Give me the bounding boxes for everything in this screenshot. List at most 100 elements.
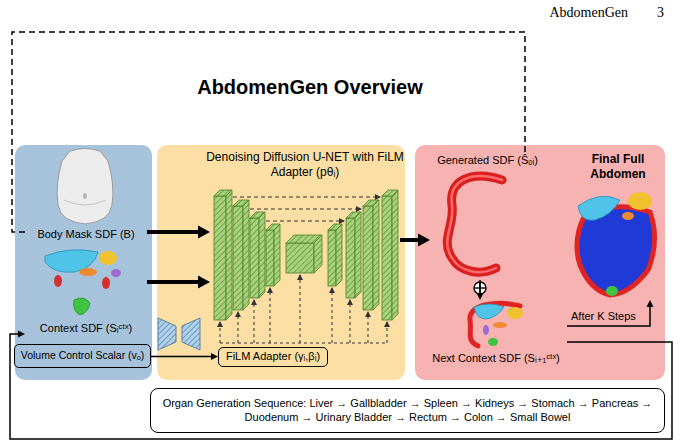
arrow-head (418, 234, 430, 247)
film-conditioning-lines-part (238, 312, 239, 343)
adapter-network-icon-part (182, 318, 200, 350)
skip-connections-part (266, 221, 344, 222)
film-conditioning-lines-part (300, 275, 301, 343)
skip-connections (233, 197, 380, 221)
node-text: Generated SDF (Ŝₒᵢ) (437, 154, 538, 168)
film-conditioning-lines (220, 275, 387, 343)
input-image-box: Body Mask SDF (B) (25, 146, 147, 244)
unet-illustration-part (336, 224, 342, 286)
page-number: 3 (657, 5, 664, 21)
skip-connections-part (250, 209, 361, 210)
next-context-illustration-part (488, 338, 498, 346)
unet-illustration-part (233, 206, 243, 310)
final-abdomen-illustration (577, 192, 655, 296)
context-organs-illustration-part (54, 275, 62, 287)
next-context-illustration (470, 303, 523, 346)
skip-connections-part (233, 197, 380, 198)
unet-illustration-part (243, 200, 249, 310)
connector-line (12, 32, 525, 232)
next-context-illustration-part (507, 307, 523, 319)
connector (147, 226, 210, 239)
film-conditioning-lines-part (220, 343, 387, 344)
connector (477, 280, 484, 300)
final-abdomen-illustration-part (606, 286, 618, 296)
adapter-box: FiLM Adapter (γᵢ,βᵢ) (218, 347, 328, 367)
unet-illustration-part (314, 235, 322, 273)
arrow-head (477, 293, 484, 300)
connector (567, 300, 654, 326)
unet-illustration-part (373, 200, 379, 310)
connector-line (479, 280, 481, 295)
connector-line (400, 238, 421, 242)
connector-line (151, 356, 213, 358)
connector (147, 276, 210, 289)
unet-illustration-part (266, 230, 274, 286)
network-block: Denoising Diffusion U-NET with FiLM Adap… (210, 188, 400, 372)
output-image-box: Next Context SDF (Sᵢ₊₁ᶜᵗˣ) (425, 300, 567, 368)
result-image-box: Final Full Abdomen (572, 150, 664, 300)
body-mask-illustration (57, 149, 113, 225)
unet-illustration-part (392, 190, 398, 320)
body-mask-illustration-part (83, 193, 87, 199)
connector-line (10, 334, 672, 439)
context-organs-illustration-part (99, 251, 117, 265)
arrow-head (198, 226, 210, 239)
film-conditioning-lines-part (368, 312, 369, 343)
connector-line (147, 230, 201, 234)
node-text: Volume Control Scalar (vₒ) (21, 349, 145, 362)
unet-illustration-part (328, 230, 336, 286)
node-text: Final Full Abdomen (581, 152, 655, 182)
node-text: Next Context SDF (Sᵢ₊₁ᶜᵗˣ) (432, 352, 560, 366)
final-abdomen-illustration-part (622, 212, 634, 220)
body-mask-illustration-part (64, 200, 106, 205)
adapter-network-icon (158, 318, 200, 350)
unet-illustration-part (355, 212, 361, 298)
unet-illustration-part (214, 196, 226, 320)
final-abdomen-illustration-part (578, 196, 620, 220)
connector (10, 331, 672, 440)
input-image-box: Context SDF (Sᵢᶜᵗˣ) (25, 246, 147, 340)
unet-illustration-part (382, 196, 392, 320)
film-conditioning-lines-part (387, 322, 388, 343)
node-text: Organ Generation Sequence: Liver → Gallb… (161, 397, 654, 425)
final-abdomen-illustration-part (628, 192, 652, 210)
film-conditioning-lines-part (270, 288, 271, 343)
node-text: Body Mask SDF (B) (37, 228, 134, 242)
unet-illustration (214, 190, 398, 320)
next-context-illustration-part (474, 304, 504, 319)
next-context-illustration-part (493, 322, 507, 328)
edge-label: After K Steps (571, 310, 636, 323)
unet-illustration-part (250, 218, 259, 298)
body-mask-illustration-part (57, 149, 113, 225)
connector (12, 32, 525, 232)
output-image-box: Generated SDF (Ŝₒᵢ) (430, 152, 545, 280)
generated-colon-illustration (447, 176, 502, 272)
arrow-head (647, 300, 654, 307)
context-organs-illustration (45, 250, 121, 315)
context-organs-illustration-part (102, 277, 110, 289)
film-conditioning-lines-part (350, 300, 351, 343)
generated-colon-illustration-part (447, 176, 502, 272)
arrow-head (198, 276, 210, 289)
node-text: Context SDF (Sᵢᶜᵗˣ) (40, 322, 132, 336)
input-scalar-box: Volume Control Scalar (vₒ) (14, 344, 151, 368)
context-organs-illustration-part (74, 298, 90, 315)
arrow-head (211, 353, 218, 360)
page-header: AbdomenGen (549, 5, 628, 21)
connector (400, 234, 430, 247)
unet-illustration-part (363, 206, 373, 310)
sequence-box: Organ Generation Sequence: Liver → Gallb… (150, 388, 665, 433)
diagram-title: AbdomenGen Overview (120, 76, 500, 99)
unet-illustration-part (346, 218, 355, 298)
node-text: FiLM Adapter (γᵢ,βᵢ) (226, 350, 320, 364)
node-text: Denoising Diffusion U-NET with FiLM Adap… (202, 150, 408, 180)
unet-illustration-part (274, 224, 280, 286)
unet-illustration-part (286, 243, 314, 273)
connector (151, 353, 218, 360)
connector-line (147, 280, 201, 284)
film-conditioning-lines-part (332, 288, 333, 343)
film-conditioning-lines-part (220, 322, 221, 343)
